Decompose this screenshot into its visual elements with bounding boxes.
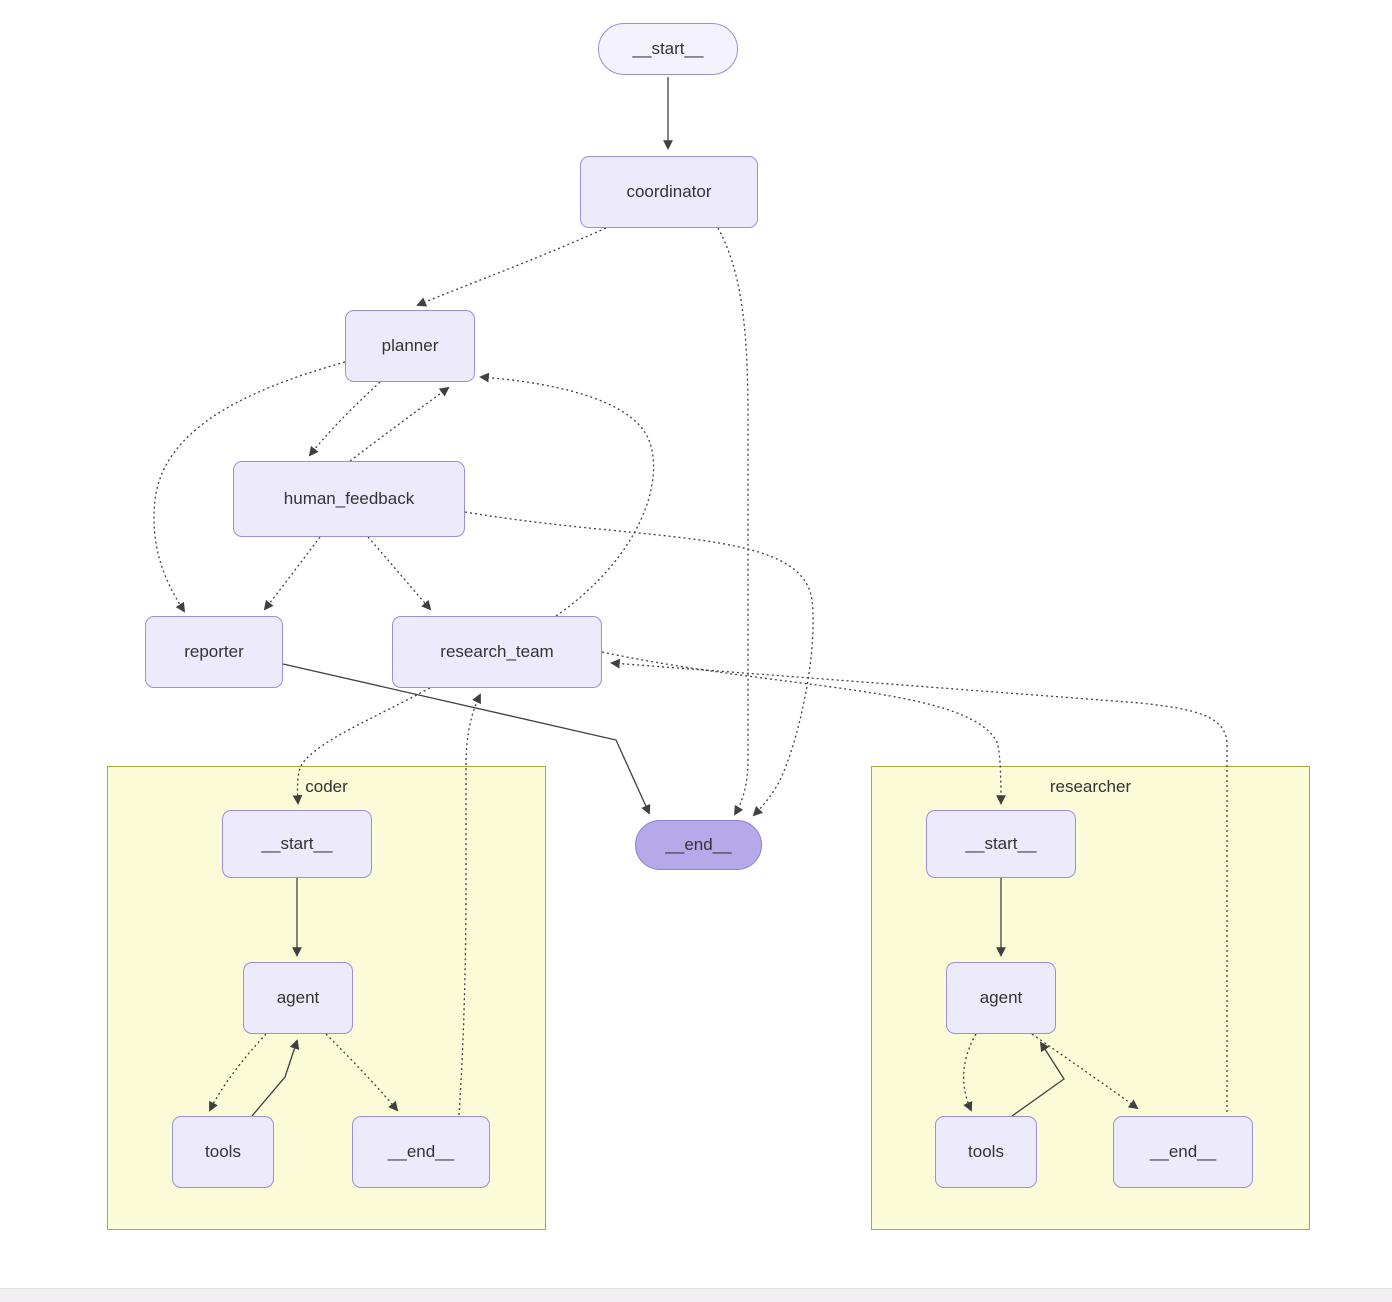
node-research-team: research_team [392, 616, 602, 688]
node-coder-start: __start__ [222, 810, 372, 878]
node-coder-end: __end__ [352, 1116, 490, 1188]
edge-planner-to-human-feedback [308, 381, 381, 457]
edge-human-feedback-to-research-team [367, 536, 432, 611]
edge-human-feedback-to-planner [349, 386, 450, 462]
edge-coordinator-to-planner [416, 227, 607, 307]
node-coordinator: coordinator [580, 156, 758, 228]
node-researcher-tools: tools [935, 1116, 1037, 1188]
page-bottom-strip [0, 1288, 1392, 1302]
node-researcher-start: __start__ [926, 810, 1076, 878]
subgraph-researcher-title: researcher [1049, 777, 1132, 796]
node-start: __start__ [598, 23, 738, 75]
node-planner: planner [345, 310, 475, 382]
node-reporter: reporter [145, 616, 283, 688]
edge-human-feedback-to-reporter [263, 536, 321, 611]
edge-research-team-to-planner [479, 372, 655, 617]
node-coder-tools: tools [172, 1116, 274, 1188]
node-human-feedback: human_feedback [233, 461, 465, 537]
node-end: __end__ [635, 820, 762, 870]
subgraph-coder-title: coder [305, 777, 348, 796]
edge-coordinator-to-end [717, 227, 749, 816]
node-researcher-agent: agent [946, 962, 1056, 1034]
node-coder-agent: agent [243, 962, 353, 1034]
node-researcher-end: __end__ [1113, 1116, 1253, 1188]
